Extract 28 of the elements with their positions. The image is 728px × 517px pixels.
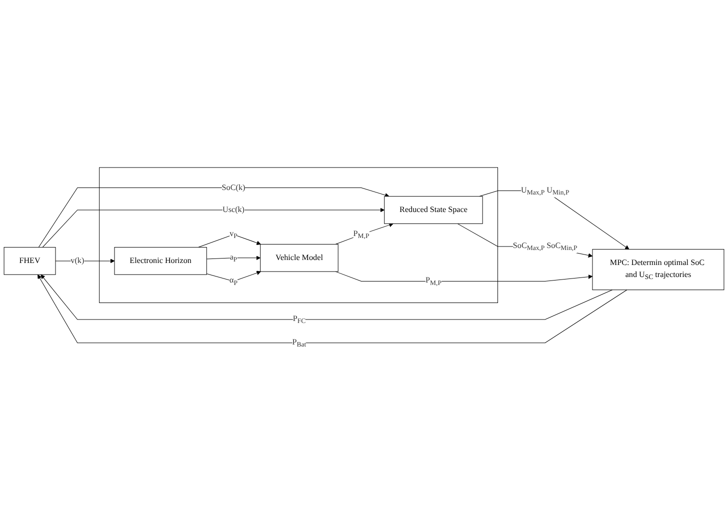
edge-label: α$_{P}$ <box>229 276 238 286</box>
arrow <box>335 222 394 244</box>
node-box: FHEV <box>4 247 56 275</box>
edge-label: v(k) <box>70 256 84 265</box>
edge-label: P$_{M,P}$ <box>426 276 442 286</box>
cluster <box>99 167 498 304</box>
edge-label: U$_{Max,P}$ U$_{Min,P}$ <box>521 186 570 196</box>
node-box: Vehicle Model <box>260 244 338 272</box>
arrow <box>42 208 385 248</box>
arrow <box>40 274 613 320</box>
edge-label: P$_{M,P}$ <box>353 229 370 240</box>
node-box: Electronic Horizon <box>114 247 207 275</box>
arrow <box>206 270 261 282</box>
node-box: MPC: Determin optimal SoC and U$_{SC}$ trajectories <box>592 249 724 290</box>
arrow <box>206 256 261 260</box>
edge-label: SoC(k) <box>222 183 246 192</box>
node-box: Reduced State Space <box>384 196 483 224</box>
arrow <box>38 274 628 344</box>
arrow <box>335 271 593 282</box>
edge-label: a$_{P}$ <box>230 252 238 264</box>
edge-label: Usc(k) <box>222 205 245 214</box>
arrow <box>457 223 593 258</box>
edge-label: v$_{P}$ <box>230 229 238 240</box>
arrow <box>38 188 390 248</box>
edge-label: P$_{Bat}$ <box>292 338 306 348</box>
edge-label: SoC$_{Max,P}$ SoC$_{Min,P}$ <box>512 241 578 252</box>
arrow <box>198 234 261 248</box>
edge-label: P$_{FC}$ <box>292 314 306 325</box>
